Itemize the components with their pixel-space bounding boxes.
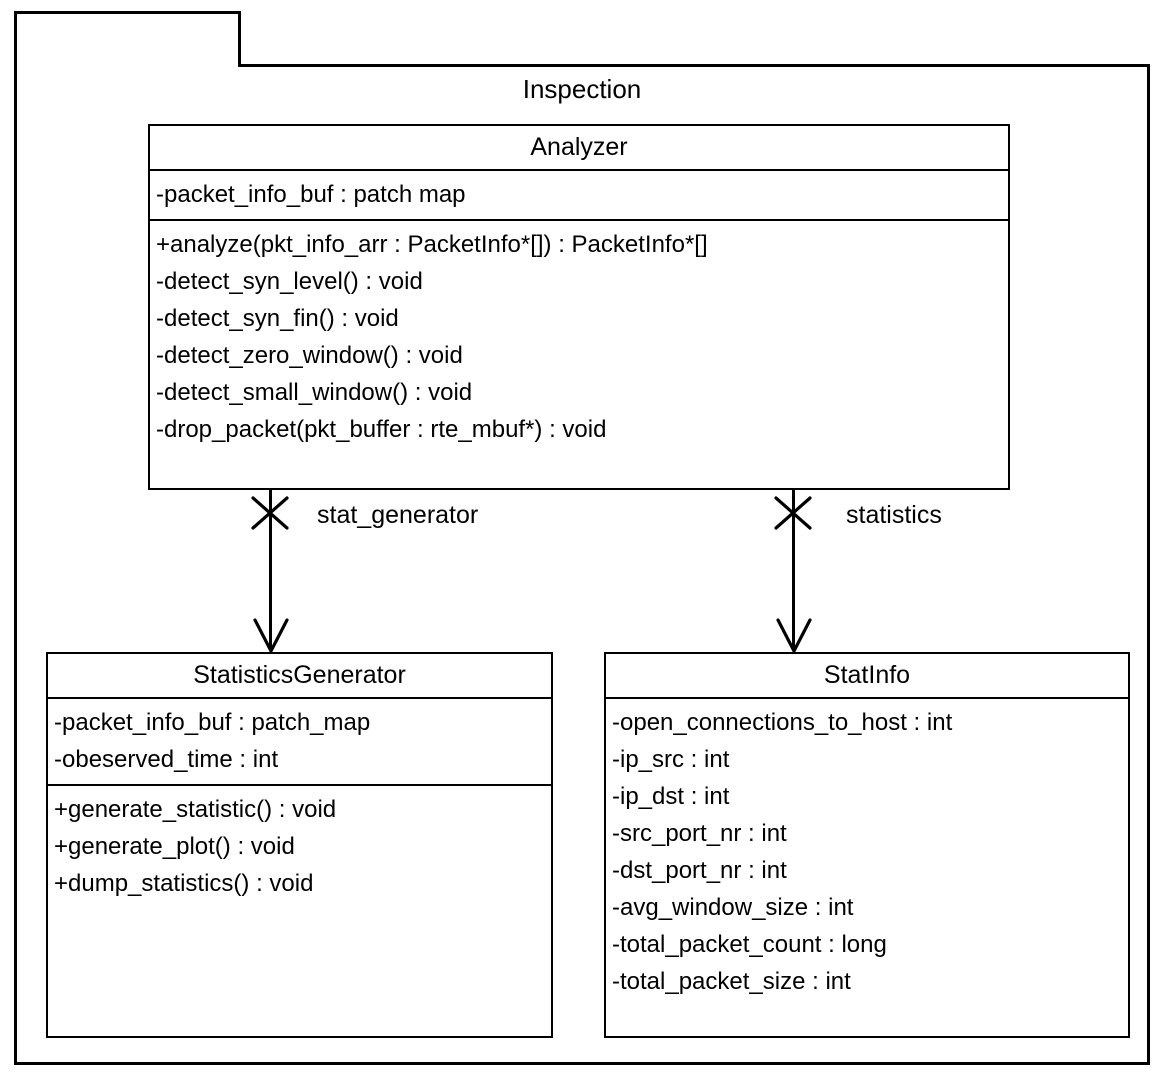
multiplicity-asterisk-icon — [251, 496, 289, 530]
operation-row: +generate_plot() : void — [54, 833, 295, 860]
attribute-row: -ip_dst : int — [612, 783, 730, 810]
attribute-row: -total_packet_count : long — [612, 931, 887, 958]
attributes-compartment-statinfo: -open_connections_to_host : int -ip_src … — [606, 699, 1128, 1006]
operation-row: -detect_syn_fin() : void — [156, 305, 399, 332]
class-name-analyzer: Analyzer — [150, 126, 1008, 171]
uml-class-statinfo[interactable]: StatInfo -open_connections_to_host : int… — [604, 652, 1130, 1038]
class-name-statisticsgenerator: StatisticsGenerator — [48, 654, 551, 699]
association-label-stat-generator: stat_generator — [317, 501, 479, 529]
operation-row: -drop_packet(pkt_buffer : rte_mbuf*) : v… — [156, 416, 607, 443]
operation-row: +generate_statistic() : void — [54, 796, 337, 823]
operation-row: +analyze(pkt_info_arr : PacketInfo*[]) :… — [156, 231, 708, 258]
operation-row: -detect_zero_window() : void — [156, 342, 463, 369]
attribute-row: -ip_src : int — [612, 746, 730, 773]
operations-compartment-analyzer: +analyze(pkt_info_arr : PacketInfo*[]) :… — [150, 221, 1008, 454]
attributes-compartment-analyzer: -packet_info_buf : patch map — [150, 171, 1008, 221]
attribute-row: -packet_info_buf : patch_map — [54, 709, 371, 736]
uml-class-analyzer[interactable]: Analyzer -packet_info_buf : patch map +a… — [148, 124, 1010, 490]
attribute-row: -obeserved_time : int — [54, 746, 279, 773]
attribute-row: -avg_window_size : int — [612, 894, 854, 921]
operation-row: -detect_small_window() : void — [156, 379, 473, 406]
multiplicity-asterisk-icon — [774, 496, 812, 530]
attribute-row: -open_connections_to_host : int — [612, 709, 953, 736]
operation-row: +dump_statistics() : void — [54, 870, 314, 897]
attribute-row: -src_port_nr : int — [612, 820, 787, 847]
operations-compartment-statisticsgenerator: +generate_statistic() : void +generate_p… — [48, 786, 551, 908]
attributes-compartment-statisticsgenerator: -packet_info_buf : patch_map -obeserved_… — [48, 699, 551, 786]
open-arrowhead-icon — [776, 618, 812, 654]
association-line-stat-generator — [269, 490, 272, 650]
association-line-statistics — [792, 490, 795, 650]
uml-class-statisticsgenerator[interactable]: StatisticsGenerator -packet_info_buf : p… — [46, 652, 553, 1038]
open-arrowhead-icon — [253, 618, 289, 654]
attribute-row: -packet_info_buf : patch map — [156, 181, 466, 208]
association-label-statistics: statistics — [846, 501, 942, 529]
package-title: Inspection — [522, 74, 642, 104]
attribute-row: -dst_port_nr : int — [612, 857, 787, 884]
operation-row: -detect_syn_level() : void — [156, 268, 423, 295]
attribute-row: -total_packet_size : int — [612, 968, 851, 995]
class-name-statinfo: StatInfo — [606, 654, 1128, 699]
package-tab — [14, 11, 241, 67]
